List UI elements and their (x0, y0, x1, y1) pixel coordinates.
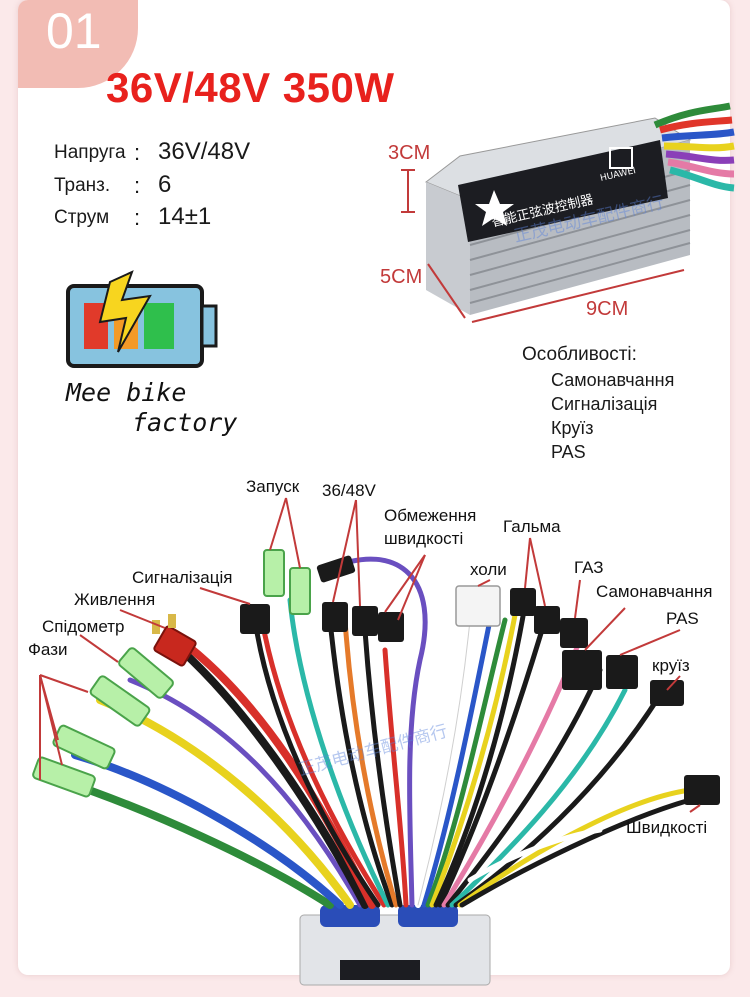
label-throttle: ГАЗ (574, 558, 604, 577)
feature-item: PAS (551, 442, 586, 462)
spec-label: Напруга (54, 142, 126, 163)
label-cruise: круїз (652, 656, 690, 675)
logo-text-line1: Mee bike (66, 378, 187, 407)
label-speedometer: Спідометр (42, 617, 125, 636)
label-hall: холи (470, 560, 507, 579)
spec-separator: : (134, 205, 141, 230)
battery-logo-icon (66, 270, 218, 368)
dimension-width: 9CM (586, 298, 629, 320)
spec-label: Транз. (54, 175, 111, 196)
label-start: Запуск (246, 477, 300, 496)
spec-value: 6 (158, 171, 172, 198)
feature-item: Круїз (551, 418, 594, 438)
page-title: 36V/48V 350W (106, 64, 395, 111)
dimension-depth: 5CM (380, 266, 423, 288)
dimension-height: 3CM (388, 142, 431, 164)
spec-separator: : (134, 173, 141, 198)
features-list: Особливості: Самонавчання Сигналізація К… (522, 344, 674, 464)
label-speed-limit-2: швидкості (384, 529, 464, 548)
connectors (32, 549, 720, 805)
spec-separator: : (134, 140, 141, 165)
label-speed: Швидкості (626, 818, 708, 837)
spec-label: Струм (54, 207, 110, 228)
label-power: Живлення (74, 590, 156, 609)
controller-box-icon (425, 102, 735, 315)
wire-bundle (56, 556, 693, 909)
label-phases: Фази (28, 640, 68, 659)
label-speed-limit-1: Обмеження (384, 506, 477, 525)
features-heading: Особливості: (522, 344, 637, 365)
label-brakes: Гальма (503, 517, 561, 536)
label-voltage: 36/48V (322, 481, 376, 500)
label-alarm: Сигналізація (132, 568, 233, 587)
label-pas: PAS (666, 609, 699, 628)
logo-text-line2: factory (132, 408, 238, 437)
pointer-lines (39, 497, 701, 813)
spec-value: 36V/48V (158, 138, 251, 165)
spec-value: 14±1 (158, 203, 212, 230)
dimension-markers (401, 169, 685, 323)
feature-item: Сигналізація (551, 394, 658, 414)
badge-number: 01 (46, 3, 102, 59)
feature-item: Самонавчання (551, 370, 675, 390)
label-self-learning: Самонавчання (596, 582, 713, 601)
